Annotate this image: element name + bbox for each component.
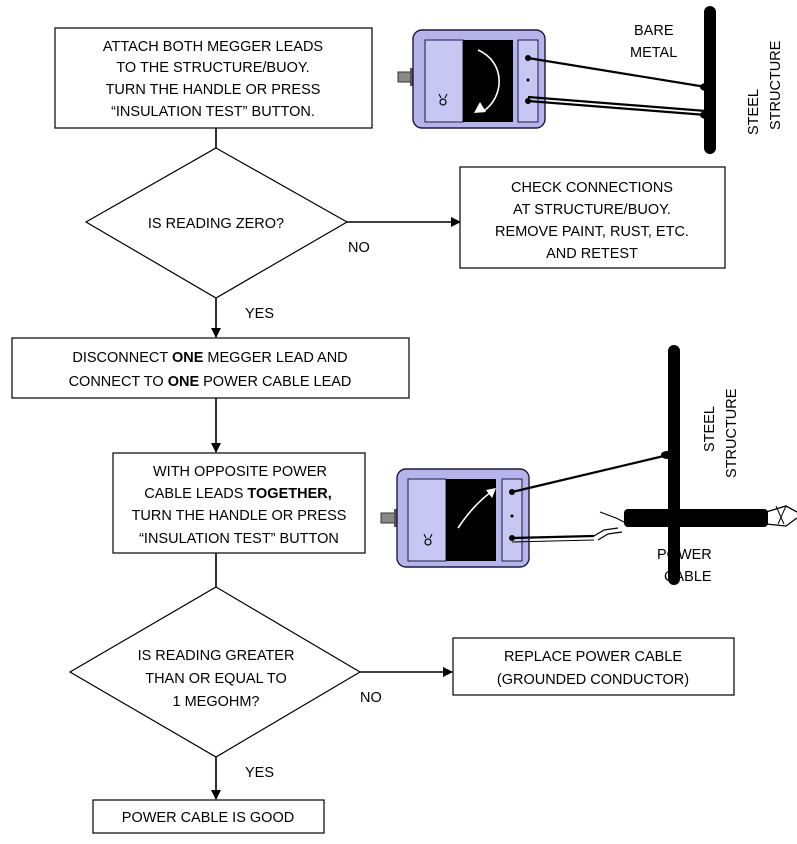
step-good-text: POWER CABLE IS GOOD xyxy=(122,810,294,826)
steel-structure-top-line-1: STEEL xyxy=(746,89,762,135)
decision-reading-zero: IS READING ZERO? xyxy=(84,147,349,299)
step-attach-leads: ATTACH BOTH MEGGER LEADS TO THE STRUCTUR… xyxy=(54,27,373,129)
steel-structure-bar-top xyxy=(704,6,716,154)
step-disconnect-lead: DISCONNECT ONE MEGGER LEAD AND CONNECT T… xyxy=(11,337,410,399)
label-no-2: NO xyxy=(360,690,382,706)
step-disconnect-line-1: DISCONNECT ONE MEGGER LEAD AND xyxy=(72,350,347,366)
meter-display-top xyxy=(463,40,513,122)
bare-metal-line-2: METAL xyxy=(630,45,677,61)
meter-indicator-light-middle xyxy=(424,538,432,546)
illustration-middle: STEEL STRUCTURE POWER CABLE xyxy=(380,345,797,585)
step-replace-cable: REPLACE POWER CABLE (GROUNDED CONDUCTOR) xyxy=(452,637,735,696)
steel-structure-top-line-2: STRUCTURE xyxy=(768,40,784,130)
lead-upper-top xyxy=(527,56,707,89)
step-replace-line-2: (GROUNDED CONDUCTOR) xyxy=(497,672,689,688)
label-no-1: NO xyxy=(348,240,370,256)
megger-meter-top xyxy=(397,29,546,129)
lead-lower-top xyxy=(527,99,707,117)
decision-megohm-line-1: IS READING GREATER xyxy=(138,648,295,664)
label-yes-2: YES xyxy=(245,765,274,781)
meter-indicator-light-top xyxy=(439,98,447,106)
step-attach-line-3: TURN THE HANDLE OR PRESS xyxy=(106,82,321,98)
power-cable-line-2: CABLE xyxy=(664,569,712,585)
step-check-line-3: REMOVE PAINT, RUST, ETC. xyxy=(495,224,689,240)
step-attach-line-2: TO THE STRUCTURE/BUOY. xyxy=(116,60,309,76)
step-opposite-line-4: “INSULATION TEST” BUTTON xyxy=(139,531,339,547)
steel-structure-middle-line-1: STEEL xyxy=(702,406,718,452)
step-check-line-1: CHECK CONNECTIONS xyxy=(511,180,673,196)
step-opposite-leads: WITH OPPOSITE POWER CABLE LEADS TOGETHER… xyxy=(112,452,366,554)
step-attach-line-4: “INSULATION TEST” BUTTON. xyxy=(111,104,315,120)
step-replace-line-1: REPLACE POWER CABLE xyxy=(504,649,682,665)
power-cable-line-1: POWER xyxy=(657,547,712,563)
illustration-top: BARE METAL STEEL STRUCTURE xyxy=(397,6,784,154)
lead-to-structure-middle xyxy=(511,453,669,494)
step-check-line-4: AND RETEST xyxy=(546,246,638,262)
steel-structure-middle-line-2: STRUCTURE xyxy=(724,388,740,478)
meter-display-middle xyxy=(446,479,496,561)
step-opposite-line-2: CABLE LEADS TOGETHER, xyxy=(144,486,332,502)
decision-reading-megohm: IS READING GREATER THAN OR EQUAL TO 1 ME… xyxy=(68,586,362,758)
decision-megohm-line-2: THAN OR EQUAL TO xyxy=(145,671,287,687)
lead-to-cable-middle xyxy=(511,534,595,540)
bare-metal-line-1: BARE xyxy=(634,23,674,39)
step-cable-good: POWER CABLE IS GOOD xyxy=(92,799,325,834)
step-check-line-2: AT STRUCTURE/BUOY. xyxy=(513,202,671,218)
step-attach-line-1: ATTACH BOTH MEGGER LEADS xyxy=(103,39,323,55)
step-check-connections: CHECK CONNECTIONS AT STRUCTURE/BUOY. REM… xyxy=(459,166,726,269)
label-yes-1: YES xyxy=(245,306,274,322)
step-opposite-line-3: TURN THE HANDLE OR PRESS xyxy=(132,508,347,524)
step-disconnect-line-2: CONNECT TO ONE POWER CABLE LEAD xyxy=(69,374,352,390)
power-cable-body xyxy=(624,509,768,527)
decision-zero-text: IS READING ZERO? xyxy=(148,216,284,232)
decision-megohm-line-3: 1 MEGOHM? xyxy=(172,694,259,710)
step-opposite-line-1: WITH OPPOSITE POWER xyxy=(153,464,327,480)
megger-meter-middle xyxy=(380,468,530,568)
